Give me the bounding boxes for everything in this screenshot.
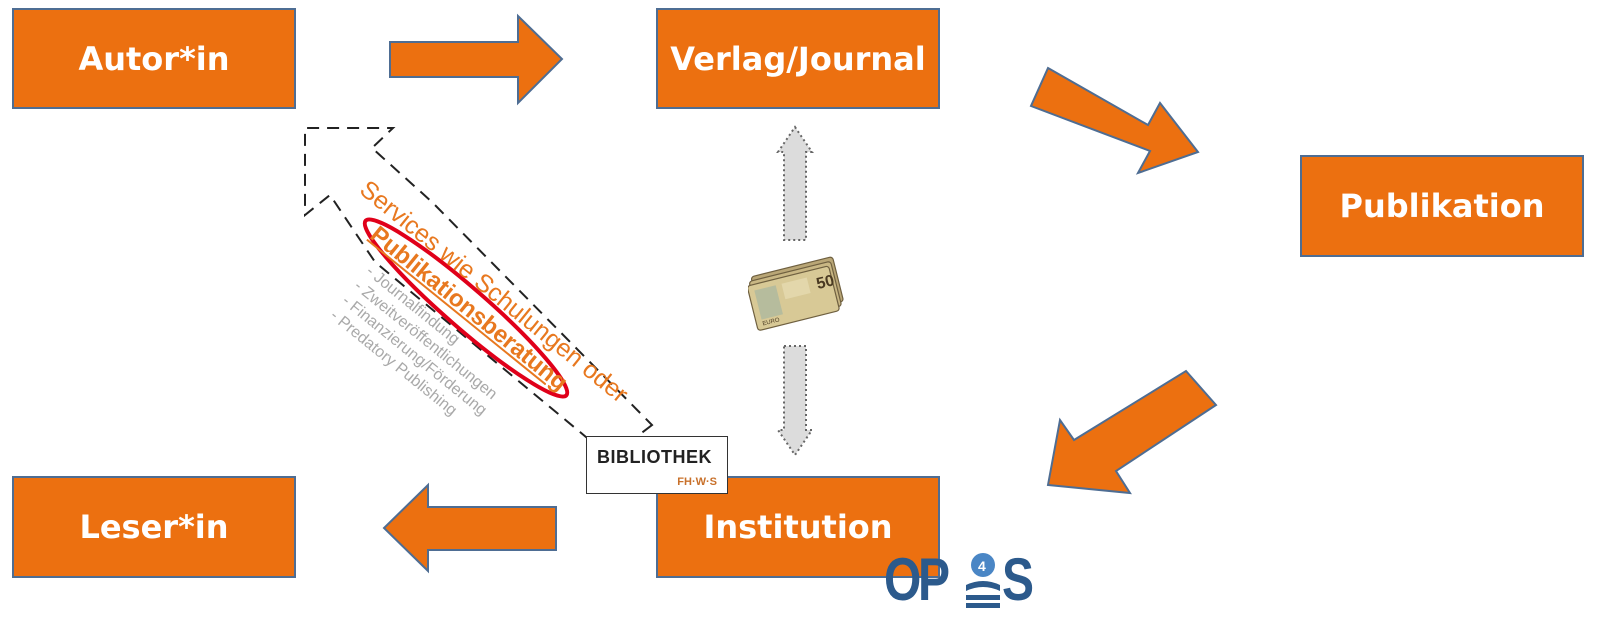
bibliothek-logo: BIBLIOTHEK FH·W·S [586, 436, 728, 494]
arrow-institution-to-leser [382, 482, 557, 574]
opus-reader-icon: 4 [966, 553, 1000, 608]
money-denomination: 50 [815, 272, 836, 293]
box-autor: Autor*in [12, 8, 296, 109]
svg-text:4: 4 [978, 558, 986, 574]
box-verlag: Verlag/Journal [656, 8, 940, 109]
money-arrow-down [776, 345, 814, 457]
opus-logo-p: P [918, 546, 951, 613]
box-publikation: Publikation [1300, 155, 1584, 257]
money-bills-icon: 50 EURO [748, 256, 844, 331]
arrow-autor-to-verlag [389, 13, 564, 106]
bibliothek-logo-subtitle: FH·W·S [677, 476, 717, 488]
box-institution: Institution [656, 476, 940, 578]
arrow-verlag-to-publikation [1029, 66, 1200, 175]
arrow-publikation-to-institution [1046, 369, 1218, 495]
services-dashed-arrow [304, 127, 654, 459]
highlight-oval [362, 217, 570, 399]
money-arrow-up [776, 125, 814, 241]
bibliothek-logo-title: BIBLIOTHEK [597, 447, 712, 467]
opus-logo-o: O [884, 546, 922, 613]
box-leser: Leser*in [12, 476, 296, 578]
opus-logo: O P 4 S [880, 545, 1034, 615]
money-currency: EURO [762, 317, 781, 327]
opus-logo-s: S [1002, 546, 1035, 613]
